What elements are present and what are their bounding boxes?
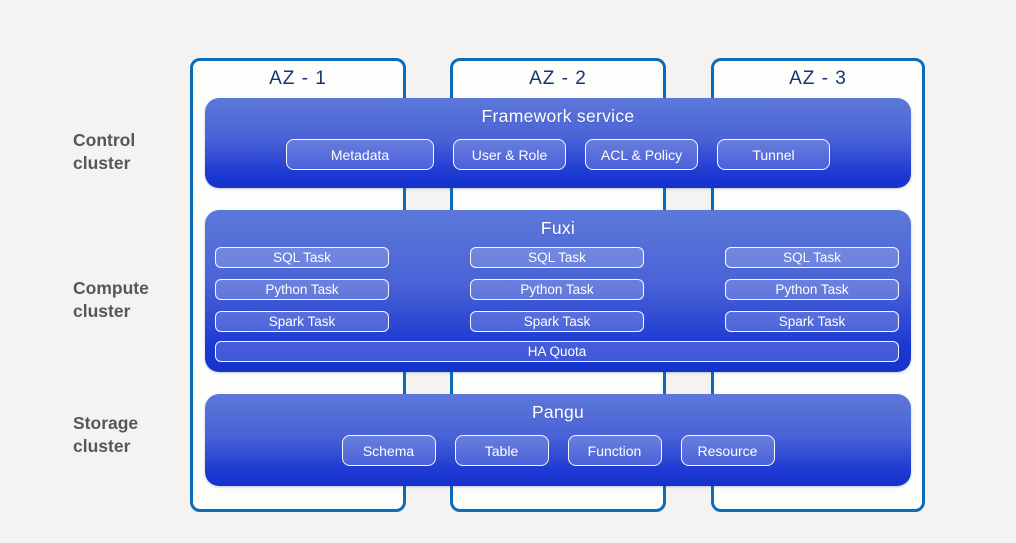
az-2-label: AZ - 2: [529, 68, 587, 89]
python-task-box: Python Task: [215, 279, 389, 300]
table-box: Table: [454, 435, 549, 466]
python-task-box: Python Task: [470, 279, 644, 300]
fuxi-box: Fuxi SQL Task Python Task Spark Task SQL…: [205, 210, 911, 372]
pangu-box: Pangu Schema Table Function Resource: [205, 394, 911, 486]
user-role-box: User & Role: [453, 139, 566, 170]
sql-task-box: SQL Task: [470, 247, 644, 268]
pangu-buttons: Schema Table Function Resource: [205, 435, 911, 466]
framework-service-buttons: Metadata User & Role ACL & Policy Tunnel: [205, 139, 911, 170]
spark-task-box: Spark Task: [215, 311, 389, 332]
python-task-box: Python Task: [725, 279, 899, 300]
resource-box: Resource: [680, 435, 775, 466]
control-cluster-label: Control cluster: [73, 129, 135, 175]
task-column-az3: SQL Task Python Task Spark Task: [725, 247, 899, 332]
ha-quota-bar: HA Quota: [215, 341, 899, 362]
storage-cluster-label-line2: cluster: [73, 436, 131, 457]
control-cluster-label-line1: Control: [73, 130, 136, 150]
task-column-az1: SQL Task Python Task Spark Task: [215, 247, 389, 332]
spark-task-box: Spark Task: [725, 311, 899, 332]
sql-task-box: SQL Task: [725, 247, 899, 268]
storage-cluster-label-line1: Storage: [73, 413, 139, 433]
fuxi-task-grid: SQL Task Python Task Spark Task SQL Task…: [215, 247, 899, 332]
compute-cluster-label-line1: Compute: [73, 278, 149, 298]
pangu-title: Pangu: [531, 402, 585, 422]
storage-cluster-label: Storage cluster: [73, 412, 138, 458]
function-box: Function: [567, 435, 662, 466]
az-3-label: AZ - 3: [789, 68, 847, 89]
tunnel-box: Tunnel: [717, 139, 830, 170]
framework-service-title: Framework service: [481, 106, 635, 126]
compute-cluster-label-line2: cluster: [73, 301, 131, 322]
acl-policy-box: ACL & Policy: [585, 139, 698, 170]
compute-cluster-label: Compute cluster: [73, 277, 149, 323]
sql-task-box: SQL Task: [215, 247, 389, 268]
control-cluster-label-line2: cluster: [73, 153, 131, 174]
task-column-az2: SQL Task Python Task Spark Task: [470, 247, 644, 332]
framework-service-box: Framework service Metadata User & Role A…: [205, 98, 911, 188]
schema-box: Schema: [341, 435, 436, 466]
spark-task-box: Spark Task: [470, 311, 644, 332]
metadata-box: Metadata: [286, 139, 434, 170]
fuxi-title: Fuxi: [540, 218, 576, 238]
az-1-label: AZ - 1: [269, 68, 327, 89]
